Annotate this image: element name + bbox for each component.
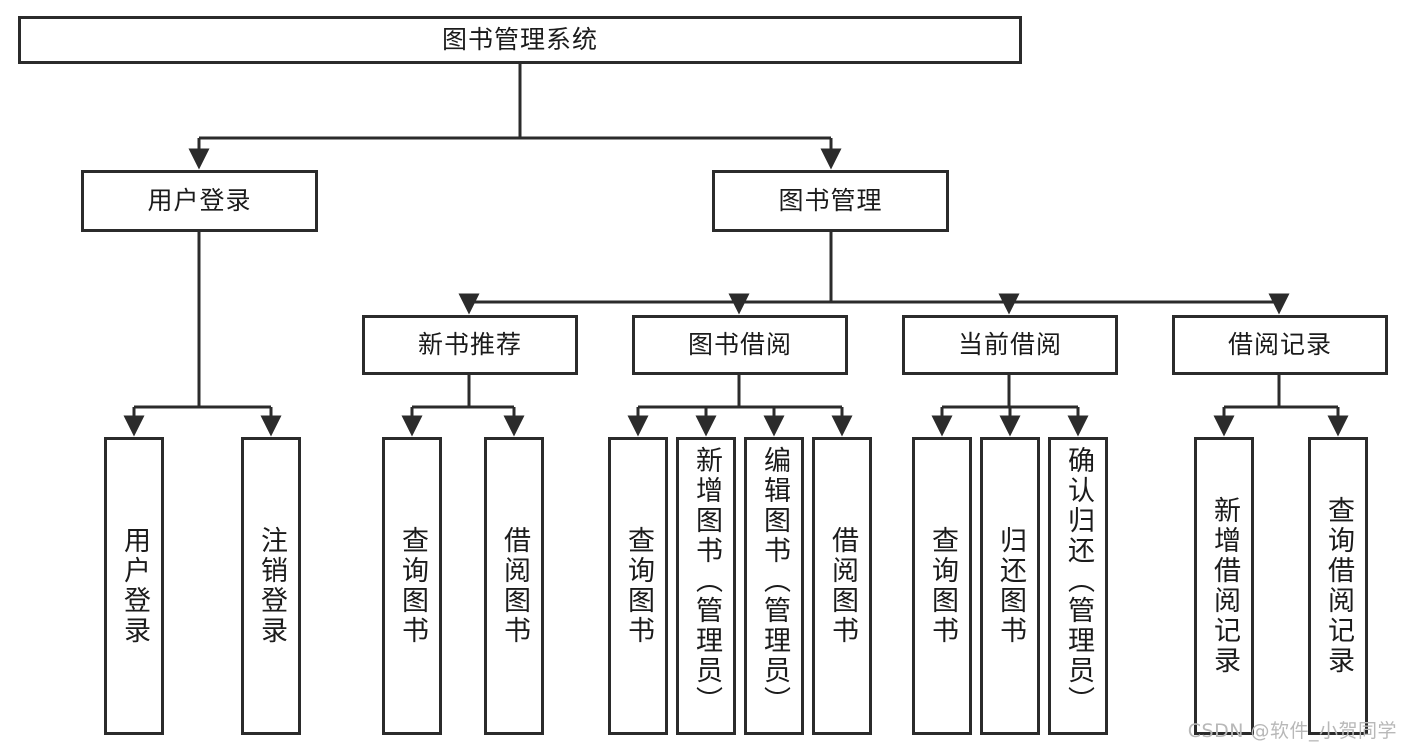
- csdn-watermark: CSDN @软件_小贺同学: [1187, 720, 1397, 742]
- node-current-borrow[interactable]: 当前借阅: [902, 315, 1118, 375]
- leaf-current-borrow-query[interactable]: 查询图书: [912, 437, 972, 735]
- leaf-new-book-borrow[interactable]: 借阅图书: [484, 437, 544, 735]
- leaf-book-borrow-query[interactable]: 查询图书: [608, 437, 668, 735]
- node-label: 查询图书: [396, 526, 428, 646]
- leaf-book-borrow-add-admin[interactable]: 新增图书（管理员）: [676, 437, 736, 735]
- node-new-book-recommend[interactable]: 新书推荐: [362, 315, 578, 375]
- leaf-book-borrow-borrow[interactable]: 借阅图书: [812, 437, 872, 735]
- node-label: 图书管理系统: [441, 25, 598, 55]
- node-label: 新书推荐: [417, 330, 522, 360]
- node-book-borrow[interactable]: 图书借阅: [632, 315, 848, 375]
- leaf-user-login-signout[interactable]: 注销登录: [241, 437, 301, 735]
- node-label: 借阅记录: [1227, 330, 1332, 360]
- node-label: 确认归还（管理员）: [1062, 446, 1094, 716]
- leaf-user-login-signin[interactable]: 用户登录: [104, 437, 164, 735]
- node-label: 新增图书（管理员）: [690, 446, 722, 716]
- node-label: 借阅图书: [826, 526, 858, 646]
- leaf-borrow-record-add[interactable]: 新增借阅记录: [1194, 437, 1254, 735]
- node-root-book-management-system[interactable]: 图书管理系统: [18, 16, 1022, 64]
- leaf-new-book-query[interactable]: 查询图书: [382, 437, 442, 735]
- leaf-current-borrow-confirm-admin[interactable]: 确认归还（管理员）: [1048, 437, 1108, 735]
- node-label: 图书借阅: [687, 330, 792, 360]
- node-label: 查询图书: [622, 526, 654, 646]
- node-label: 归还图书: [994, 526, 1026, 646]
- node-label: 编辑图书（管理员）: [758, 446, 790, 716]
- leaf-borrow-record-query[interactable]: 查询借阅记录: [1308, 437, 1368, 735]
- node-borrow-record[interactable]: 借阅记录: [1172, 315, 1388, 375]
- node-label: 借阅图书: [498, 526, 530, 646]
- node-book-management[interactable]: 图书管理: [712, 170, 949, 232]
- node-label: 用户登录: [147, 186, 252, 216]
- node-label: 当前借阅: [957, 330, 1062, 360]
- node-label: 新增借阅记录: [1208, 496, 1240, 676]
- node-label: 图书管理: [778, 186, 883, 216]
- leaf-book-borrow-edit-admin[interactable]: 编辑图书（管理员）: [744, 437, 804, 735]
- node-label: 查询借阅记录: [1322, 496, 1354, 676]
- node-label: 查询图书: [926, 526, 958, 646]
- leaf-current-borrow-return[interactable]: 归还图书: [980, 437, 1040, 735]
- node-user-login[interactable]: 用户登录: [81, 170, 318, 232]
- node-label: 注销登录: [255, 526, 287, 646]
- node-label: 用户登录: [118, 526, 150, 646]
